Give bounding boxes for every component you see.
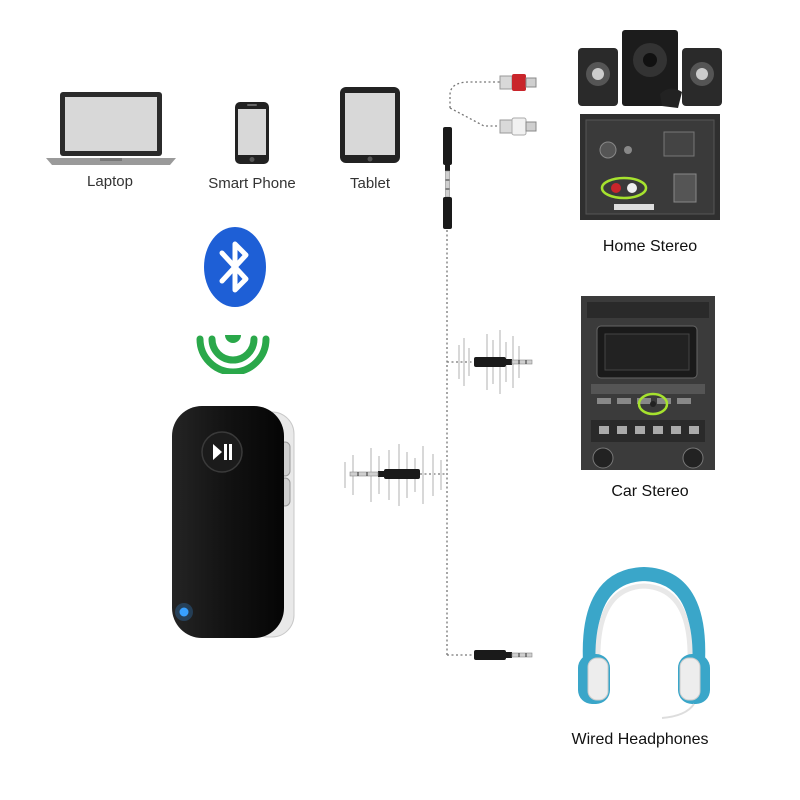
car-dashboard-icon [581,296,715,470]
laptop-device [44,88,178,168]
tablet-label: Tablet [349,175,391,192]
home-stereo [574,24,724,224]
car-stereo [581,296,715,470]
signal-waves [195,322,271,374]
laptop-icon [46,92,176,165]
bluetooth-badge [202,226,268,308]
speaker-system-icon [578,30,722,220]
headphones-icon [578,566,710,719]
play-pause-button[interactable] [201,431,243,473]
car-stereo-label: Car Stereo [611,483,689,500]
laptop-label: Laptop [87,173,133,190]
smartphone-label: Smart Phone [208,175,296,192]
smartphone-device [234,101,270,165]
smartphone-icon [235,102,269,164]
signal-waves-icon [196,335,270,374]
play-pause-icon [213,444,232,460]
status-led [179,607,189,617]
home-stereo-label: Home Stereo [602,238,698,255]
headphones-label: Wired Headphones [571,731,709,748]
wired-headphones [574,566,714,724]
tablet-icon [340,87,400,163]
tablet-device [339,86,401,164]
bluetooth-icon [204,227,266,307]
bluetooth-receiver [168,400,298,668]
